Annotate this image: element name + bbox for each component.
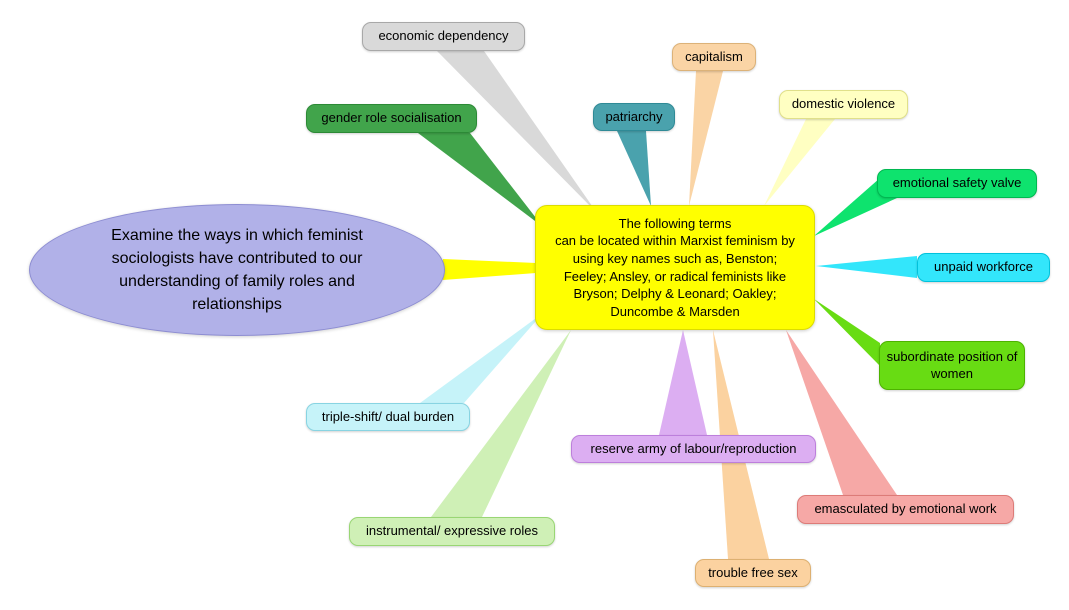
topic-label: triple-shift/ dual burden (321, 408, 455, 424)
topic-label: capitalism (685, 48, 743, 64)
branch-capitalism (689, 71, 723, 206)
topic-central-terms[interactable]: The following terms can be located withi… (535, 205, 815, 330)
branch-patriarchy (617, 131, 651, 206)
topic-root-question[interactable]: Examine the ways in which feminist socio… (29, 204, 445, 336)
branch-domestic-violence (764, 119, 835, 206)
topic-label: Examine the ways in which feminist socio… (111, 226, 363, 314)
topic-label: subordinate position of women (886, 349, 1018, 381)
topic-label: unpaid workforce (934, 259, 1033, 275)
branch-gender-role-socialisation (418, 133, 543, 227)
topic-trouble-free-sex[interactable]: trouble free sex (695, 559, 811, 587)
topic-label: The following terms can be located withi… (555, 215, 795, 319)
branch-root-to-center (443, 259, 536, 280)
branch-unpaid-workforce (816, 256, 917, 278)
topic-instrumental-expressive-roles[interactable]: instrumental/ expressive roles (349, 517, 555, 546)
topic-unpaid-workforce[interactable]: unpaid workforce (917, 253, 1050, 282)
branch-subordinate-position (814, 299, 880, 366)
topic-label: gender role socialisation (321, 110, 462, 126)
topic-label: emotional safety valve (892, 175, 1022, 191)
topic-label: reserve army of labour/reproduction (590, 440, 797, 456)
topic-label: emasculated by emotional work (814, 501, 997, 517)
topic-capitalism[interactable]: capitalism (672, 43, 756, 71)
topic-triple-shift-dual-burden[interactable]: triple-shift/ dual burden (306, 403, 470, 431)
topic-patriarchy[interactable]: patriarchy (593, 103, 675, 131)
branch-triple-shift (420, 313, 543, 403)
topic-label: economic dependency (378, 28, 509, 44)
topic-reserve-army-of-labour[interactable]: reserve army of labour/reproduction (571, 435, 816, 463)
topic-label: instrumental/ expressive roles (366, 523, 538, 539)
topic-label: domestic violence (791, 96, 896, 112)
topic-emotional-safety-valve[interactable]: emotional safety valve (877, 169, 1037, 198)
topic-label: trouble free sex (708, 564, 798, 580)
topic-domestic-violence[interactable]: domestic violence (779, 90, 908, 119)
branch-reserve-army (659, 330, 707, 435)
topic-subordinate-position-of-women[interactable]: subordinate position of women (879, 341, 1025, 390)
topic-label: patriarchy (605, 108, 663, 124)
topic-gender-role-socialisation[interactable]: gender role socialisation (306, 104, 477, 133)
topic-emasculated-by-emotional-work[interactable]: emasculated by emotional work (797, 495, 1014, 524)
topic-economic-dependency[interactable]: economic dependency (362, 22, 525, 51)
